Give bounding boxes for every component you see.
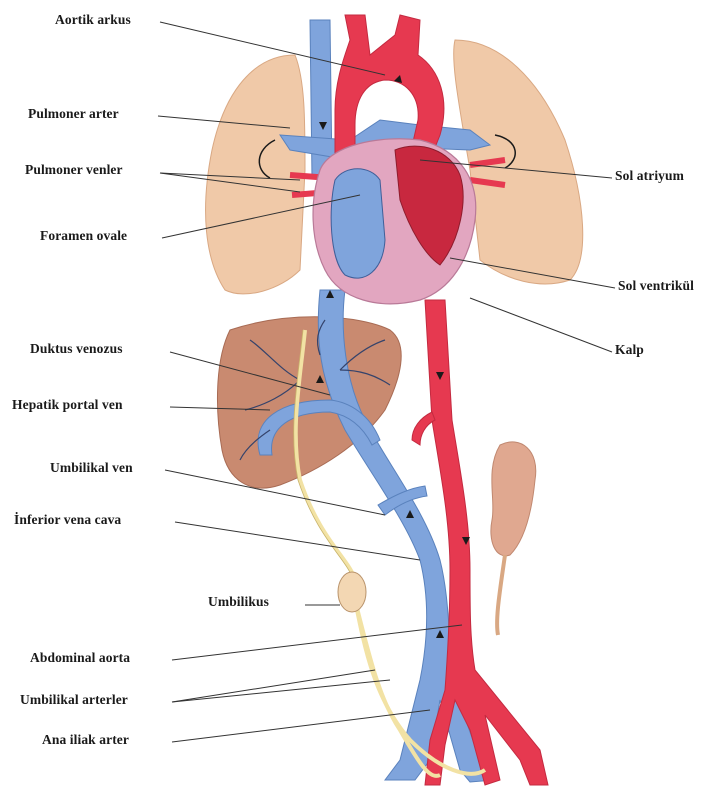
celiac-branch xyxy=(412,412,435,445)
label-kalp: Kalp xyxy=(615,342,644,358)
label-umbilikal-ven: Umbilikal ven xyxy=(50,460,133,476)
label-aortik-arkus: Aortik arkus xyxy=(55,12,131,28)
label-foramen-ovale: Foramen ovale xyxy=(40,228,127,244)
label-duktus-venozus: Duktus venozus xyxy=(30,341,123,357)
label-abdominal-aorta: Abdominal aorta xyxy=(30,650,130,666)
label-inferior-vena-cava: İnferior vena cava xyxy=(14,512,121,528)
label-hepatik-portal-ven: Hepatik portal ven xyxy=(12,397,123,413)
umbilicus xyxy=(338,572,366,612)
label-umbilikal-arterler: Umbilikal arterler xyxy=(20,692,128,708)
label-umbilikus: Umbilikus xyxy=(208,594,269,610)
right-atrium-ventricle xyxy=(331,169,385,278)
label-sol-ventrikul: Sol ventrikül xyxy=(618,278,694,294)
label-ana-iliak-arter: Ana iliak arter xyxy=(42,732,129,748)
kidney xyxy=(491,442,536,556)
label-pulmoner-venler: Pulmoner venler xyxy=(25,162,123,178)
label-sol-atriyum: Sol atriyum xyxy=(615,168,684,184)
label-pulmoner-arter: Pulmoner arter xyxy=(28,106,119,122)
ureter xyxy=(497,555,505,635)
